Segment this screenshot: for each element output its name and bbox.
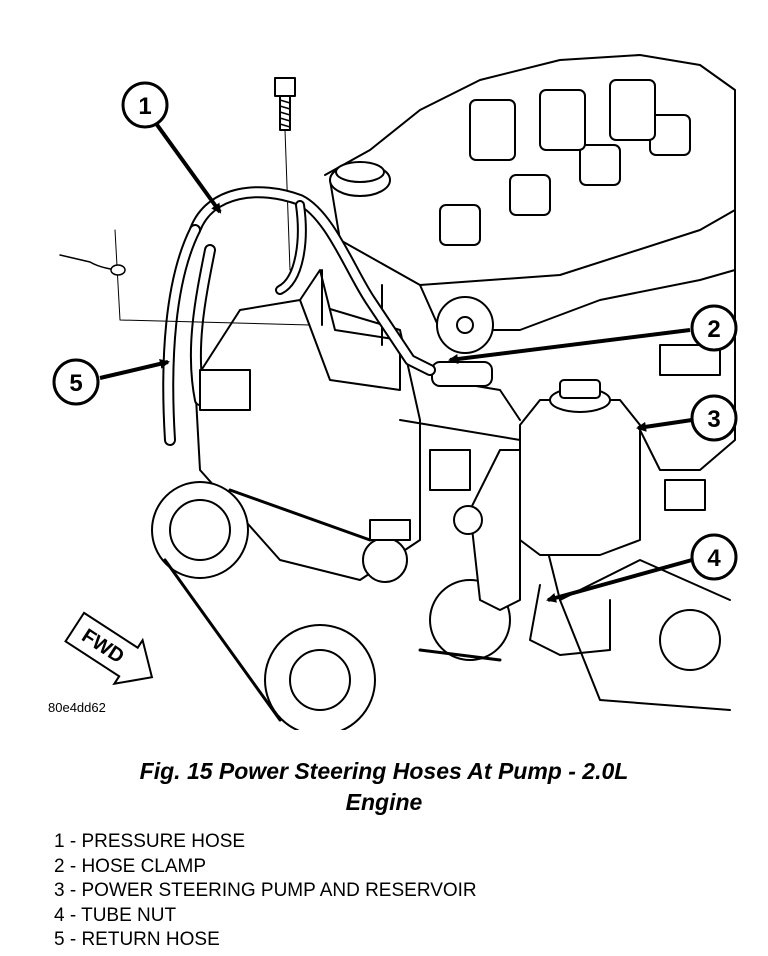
legend-item: 3 - POWER STEERING PUMP AND RESERVOIR: [54, 880, 477, 901]
callout-5: 5: [52, 358, 100, 406]
image-id: 80e4dd62: [48, 700, 106, 715]
engine-drawing: [59, 54, 736, 730]
legend-item: 5 - RETURN HOSE: [54, 929, 220, 950]
callout-leaders: [99, 120, 693, 603]
legend-item: 4 - TUBE NUT: [54, 904, 177, 926]
legend-list: 1 - PRESSURE HOSE 2 - HOSE CLAMP 3 - POW…: [54, 830, 477, 953]
callout-2-label: 2: [707, 316, 720, 343]
callout-3: 3: [690, 394, 738, 442]
callout-1-label: 1: [138, 93, 151, 120]
legend-item: 1 - PRESSURE HOSE: [54, 831, 246, 852]
callout-2: 2: [690, 304, 738, 352]
callout-5-label: 5: [69, 370, 82, 397]
callout-4: 4: [690, 533, 738, 581]
callout-1: 1: [121, 81, 169, 129]
figure-caption-line1: Fig. 15 Power Steering Hoses At Pump - 2…: [139, 758, 629, 784]
figure-caption-line2: Engine: [345, 789, 423, 815]
engine-illustration: FWD 1 2 3 4 5: [52, 54, 738, 730]
fwd-arrow: FWD: [64, 611, 154, 686]
callout-3-label: 3: [707, 406, 720, 433]
legend-item: 2 - HOSE CLAMP: [54, 855, 207, 877]
callout-4-label: 4: [707, 545, 721, 572]
